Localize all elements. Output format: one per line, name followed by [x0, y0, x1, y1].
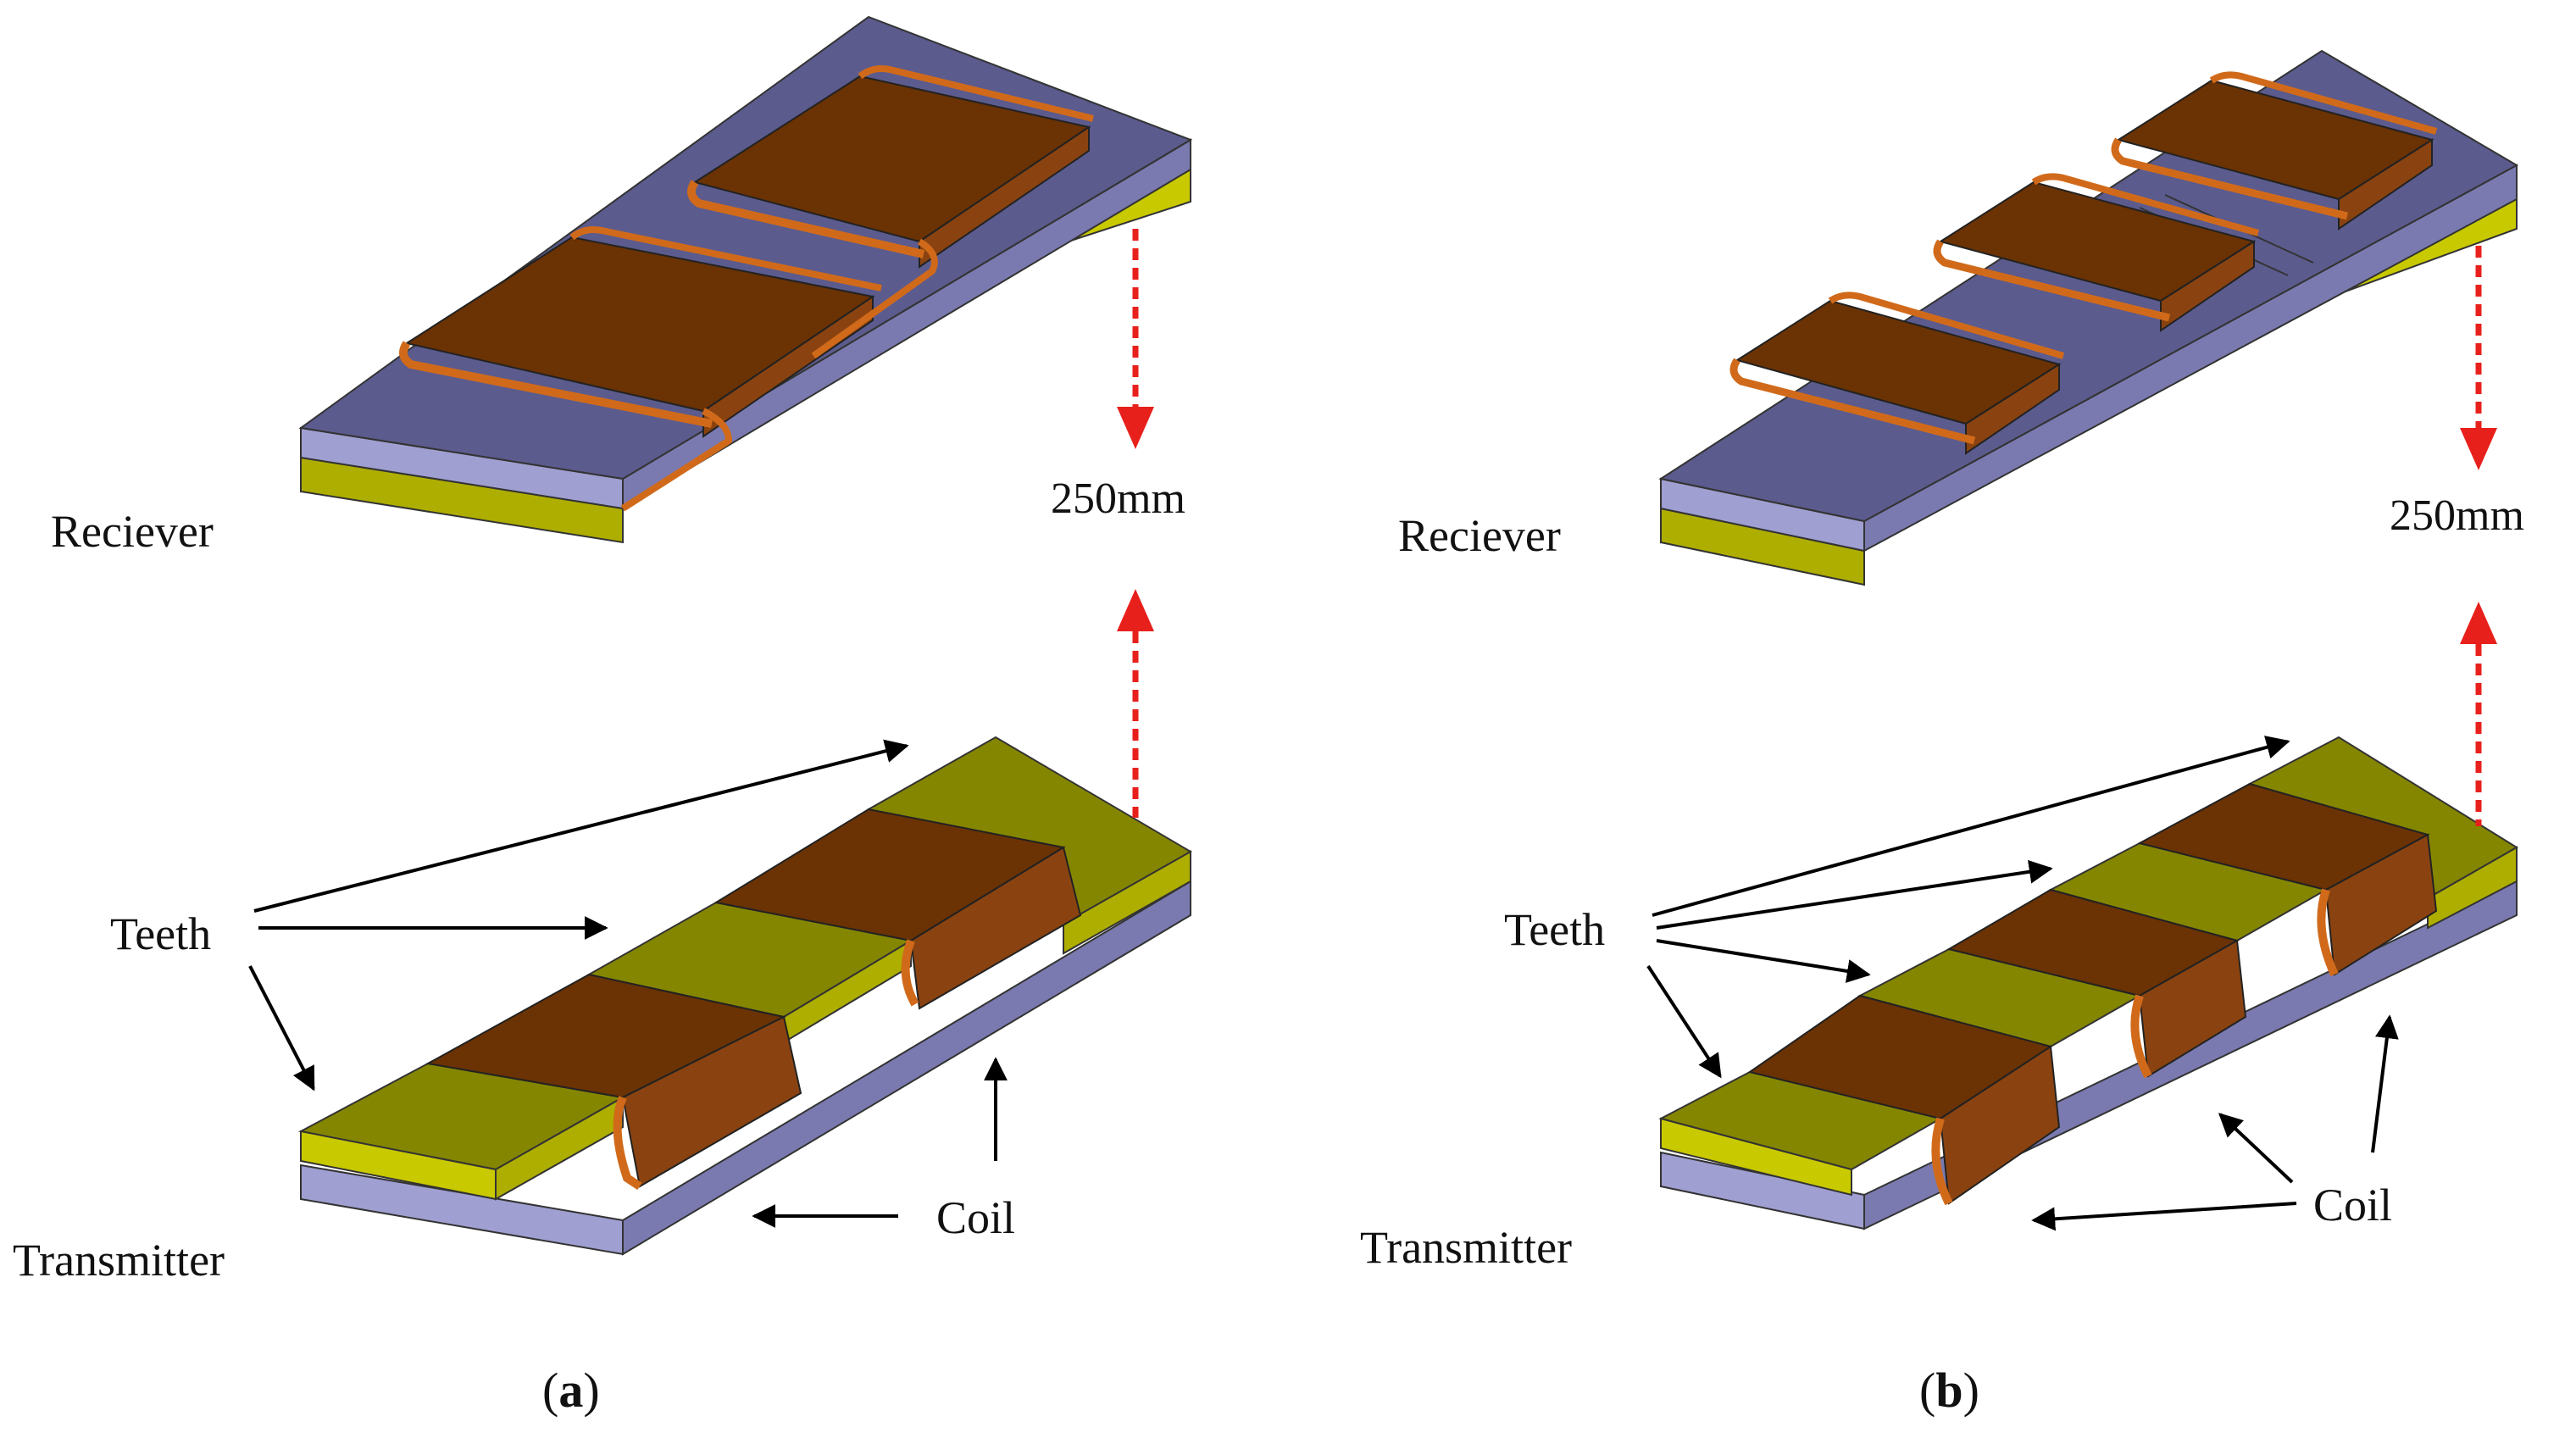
- teeth-arrows-a: [248, 739, 909, 1091]
- transmitter-coil-b-2: [1946, 888, 2247, 1079]
- receiver-coil-a-2: [687, 65, 1094, 359]
- transmitter-label-b: Transmitter: [1360, 1222, 1572, 1273]
- receiver-coil-b-3: [2111, 71, 2438, 230]
- transmitter-coil-a-1: [425, 973, 802, 1191]
- panel-a: Reciever Transmitter 250mm Teeth Coil (a…: [13, 15, 1193, 1418]
- gap-label-a: 250mm: [1051, 475, 1185, 523]
- receiver-core-a: [298, 15, 1193, 544]
- transmitter-coil-a-2: [713, 808, 1082, 1010]
- receiver-label-b: Reciever: [1398, 510, 1561, 561]
- receiver-label-a: Reciever: [51, 506, 214, 557]
- panel-b: Reciever Transmitter 250mm Teeth Coil (b…: [1360, 49, 2524, 1418]
- coil-label-b: Coil: [2313, 1180, 2392, 1230]
- teeth-label-a: Teeth: [110, 908, 211, 959]
- teeth-label-b: Teeth: [1504, 904, 1605, 955]
- caption-a: (a): [542, 1363, 600, 1418]
- transmitter-coil-b-1: [1747, 994, 2061, 1206]
- coil-arrows-b: [2031, 1014, 2399, 1231]
- caption-a-letter: a: [558, 1363, 583, 1418]
- transmitter-core-b: [1658, 736, 2518, 1230]
- receiver-coil-b-2: [1933, 173, 2260, 332]
- teeth-arrows-b: [1646, 736, 2290, 1079]
- transmitter-tooth-a-1: [298, 1062, 625, 1201]
- caption-b: (b): [1919, 1363, 1979, 1418]
- receiver-core-b: [1658, 49, 2519, 586]
- gap-arrow-b: [2460, 246, 2497, 826]
- transmitter-coil-b-3: [2137, 782, 2438, 977]
- receiver-coil-a-1: [399, 226, 882, 512]
- transmitter-label-a: Transmitter: [13, 1235, 225, 1286]
- caption-b-letter: b: [1935, 1363, 1963, 1418]
- coil-arrows-a: [752, 1057, 1008, 1228]
- transmitter-core-a: [298, 736, 1193, 1256]
- receiver-coil-b-1: [1729, 292, 2065, 455]
- transmitter-tooth-b-1: [1658, 1070, 1943, 1197]
- gap-label-b: 250mm: [2390, 492, 2524, 540]
- coil-label-a: Coil: [936, 1192, 1015, 1243]
- gap-arrow-a: [1117, 229, 1154, 818]
